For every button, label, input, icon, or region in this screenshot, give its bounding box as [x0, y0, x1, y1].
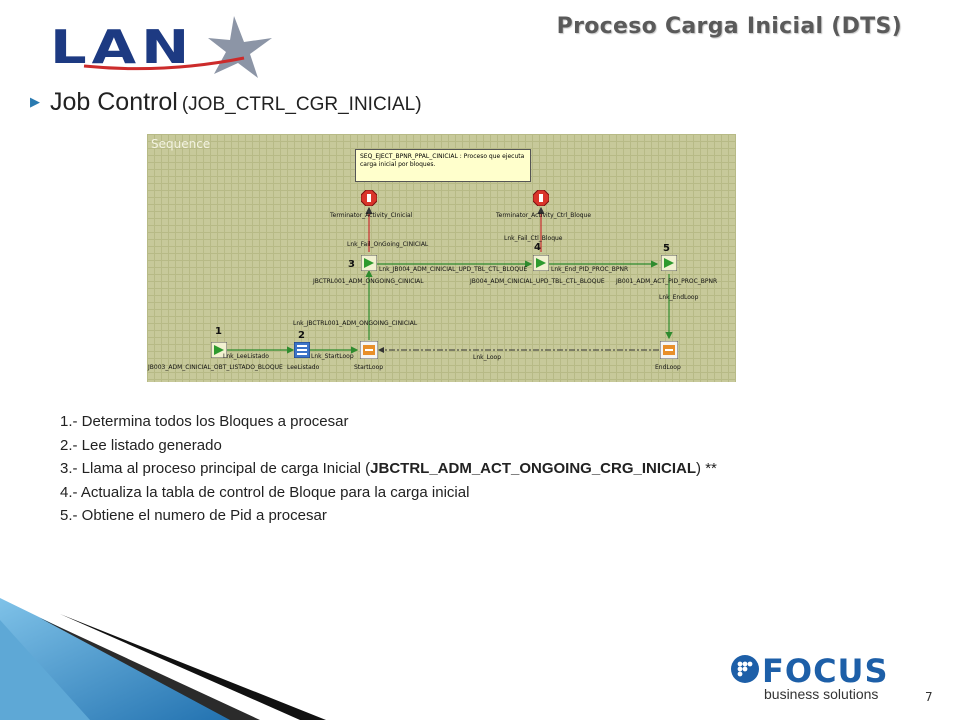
step-descriptions: 1.- Determina todos los Bloques a proces…	[60, 410, 717, 528]
job-leelistado-icon[interactable]	[294, 342, 310, 358]
focus-logo-icon	[731, 655, 759, 683]
job-jb001-icon[interactable]	[661, 255, 677, 271]
link-label-fail-ongoing: Lnk_Fail_OnGoing_CINICIAL	[347, 241, 429, 248]
sequence-diagram: Sequence SEQ_EJECT_BPNR_PPAL_CINICIAL : …	[147, 134, 736, 382]
step-number-3: 3	[348, 259, 355, 270]
job-jb003-icon[interactable]	[211, 342, 227, 358]
endloop-icon[interactable]	[660, 341, 678, 359]
step-line-1: 1.- Determina todos los Bloques a proces…	[60, 413, 349, 430]
heading-sub: (JOB_CTRL_CGR_INICIAL)	[181, 94, 422, 115]
step-line-3: 3.- Llama al proceso principal de carga …	[60, 457, 717, 481]
lan-logo-text: LAN	[50, 20, 195, 74]
step-number-2: 2	[298, 330, 305, 341]
page-number: 7	[925, 690, 933, 704]
sequence-annotation: SEQ_EJECT_BPNR_PPAL_CINICIAL : Proceso q…	[355, 149, 531, 182]
step-number-1: 1	[215, 326, 222, 337]
link-label-leelistado: Lnk_LeeListado	[223, 353, 269, 360]
startloop-icon[interactable]	[360, 341, 378, 359]
node-label-terminator2: Terminator_Activity_Ctrl_Bloque	[496, 212, 592, 219]
node-label-startloop: StartLoop	[354, 364, 384, 371]
heading-main: Job Control	[50, 88, 178, 116]
step-line-3-pre: 3.- Llama al proceso principal de carga …	[60, 460, 371, 477]
link-label-startloop: Lnk_StartLoop	[311, 353, 354, 360]
step-line-5: 5.- Obtiene el numero de Pid a procesar	[60, 507, 327, 524]
sequence-label: Sequence	[151, 137, 211, 151]
step-line-4: 4.- Actualiza la tabla de control de Blo…	[60, 483, 470, 501]
job-jbctrl001-icon[interactable]	[361, 255, 377, 271]
diagram-links	[225, 206, 673, 354]
node-label-endloop: EndLoop	[655, 364, 681, 371]
link-label-jb004: Lnk_JB004_ADM_CINICIAL_UPD_TBL_CTL_BLOQU…	[379, 266, 528, 273]
step-line-3-post: ) **	[696, 460, 717, 477]
bullet-arrow-icon: ▶	[30, 95, 40, 110]
slide-title: Proceso Carga Inicial (DTS)	[556, 14, 902, 39]
node-label-jb003: JB003_ADM_CINICIAL_OBT_LISTADO_BLOQUE	[148, 364, 283, 371]
job-jb004-icon[interactable]	[533, 255, 549, 271]
step-line-2: 2.- Lee listado generado	[60, 436, 222, 454]
link-label-end-pid: Lnk_End_PID_PROC_BPNR	[551, 266, 629, 273]
node-label-jb001: JB001_ADM_ACT_PID_PROC_BPNR	[616, 278, 718, 285]
terminator-1-icon[interactable]	[361, 190, 377, 206]
focus-logo-subtitle: business solutions	[764, 686, 879, 702]
node-label-terminator1: Terminator_Activity_CInicial	[330, 212, 413, 219]
node-label-jb004: JB004_ADM_CINICIAL_UPD_TBL_CTL_BLOQUE	[470, 278, 605, 285]
section-heading: ▶ Job Control (JOB_CTRL_CGR_INICIAL)	[30, 88, 422, 117]
link-label-fail-ctl: Lnk_Fail_Ctl_Bloque	[504, 235, 563, 242]
link-label-endloop: Lnk_EndLoop	[659, 294, 699, 301]
link-label-loop: Lnk_Loop	[473, 354, 502, 361]
focus-logo-word: FOCUS	[762, 652, 889, 690]
decorative-wedge	[0, 598, 326, 720]
node-label-jbctrl001: JBCTRL001_ADM_ONGOING_CINICIAL	[313, 278, 424, 285]
link-label-jbctrl001: Lnk_JBCTRL001_ADM_ONGOING_CINICIAL	[293, 320, 418, 327]
step-line-3-bold: JBCTRL_ADM_ACT_ONGOING_CRG_INICIAL	[370, 460, 697, 477]
lan-star-icon	[83, 16, 272, 78]
node-label-leelistado: LeeListado	[287, 364, 320, 371]
step-number-4: 4	[534, 242, 541, 253]
lan-logo: LAN	[44, 8, 284, 78]
terminator-2-icon[interactable]	[533, 190, 549, 206]
step-number-5: 5	[663, 243, 670, 254]
